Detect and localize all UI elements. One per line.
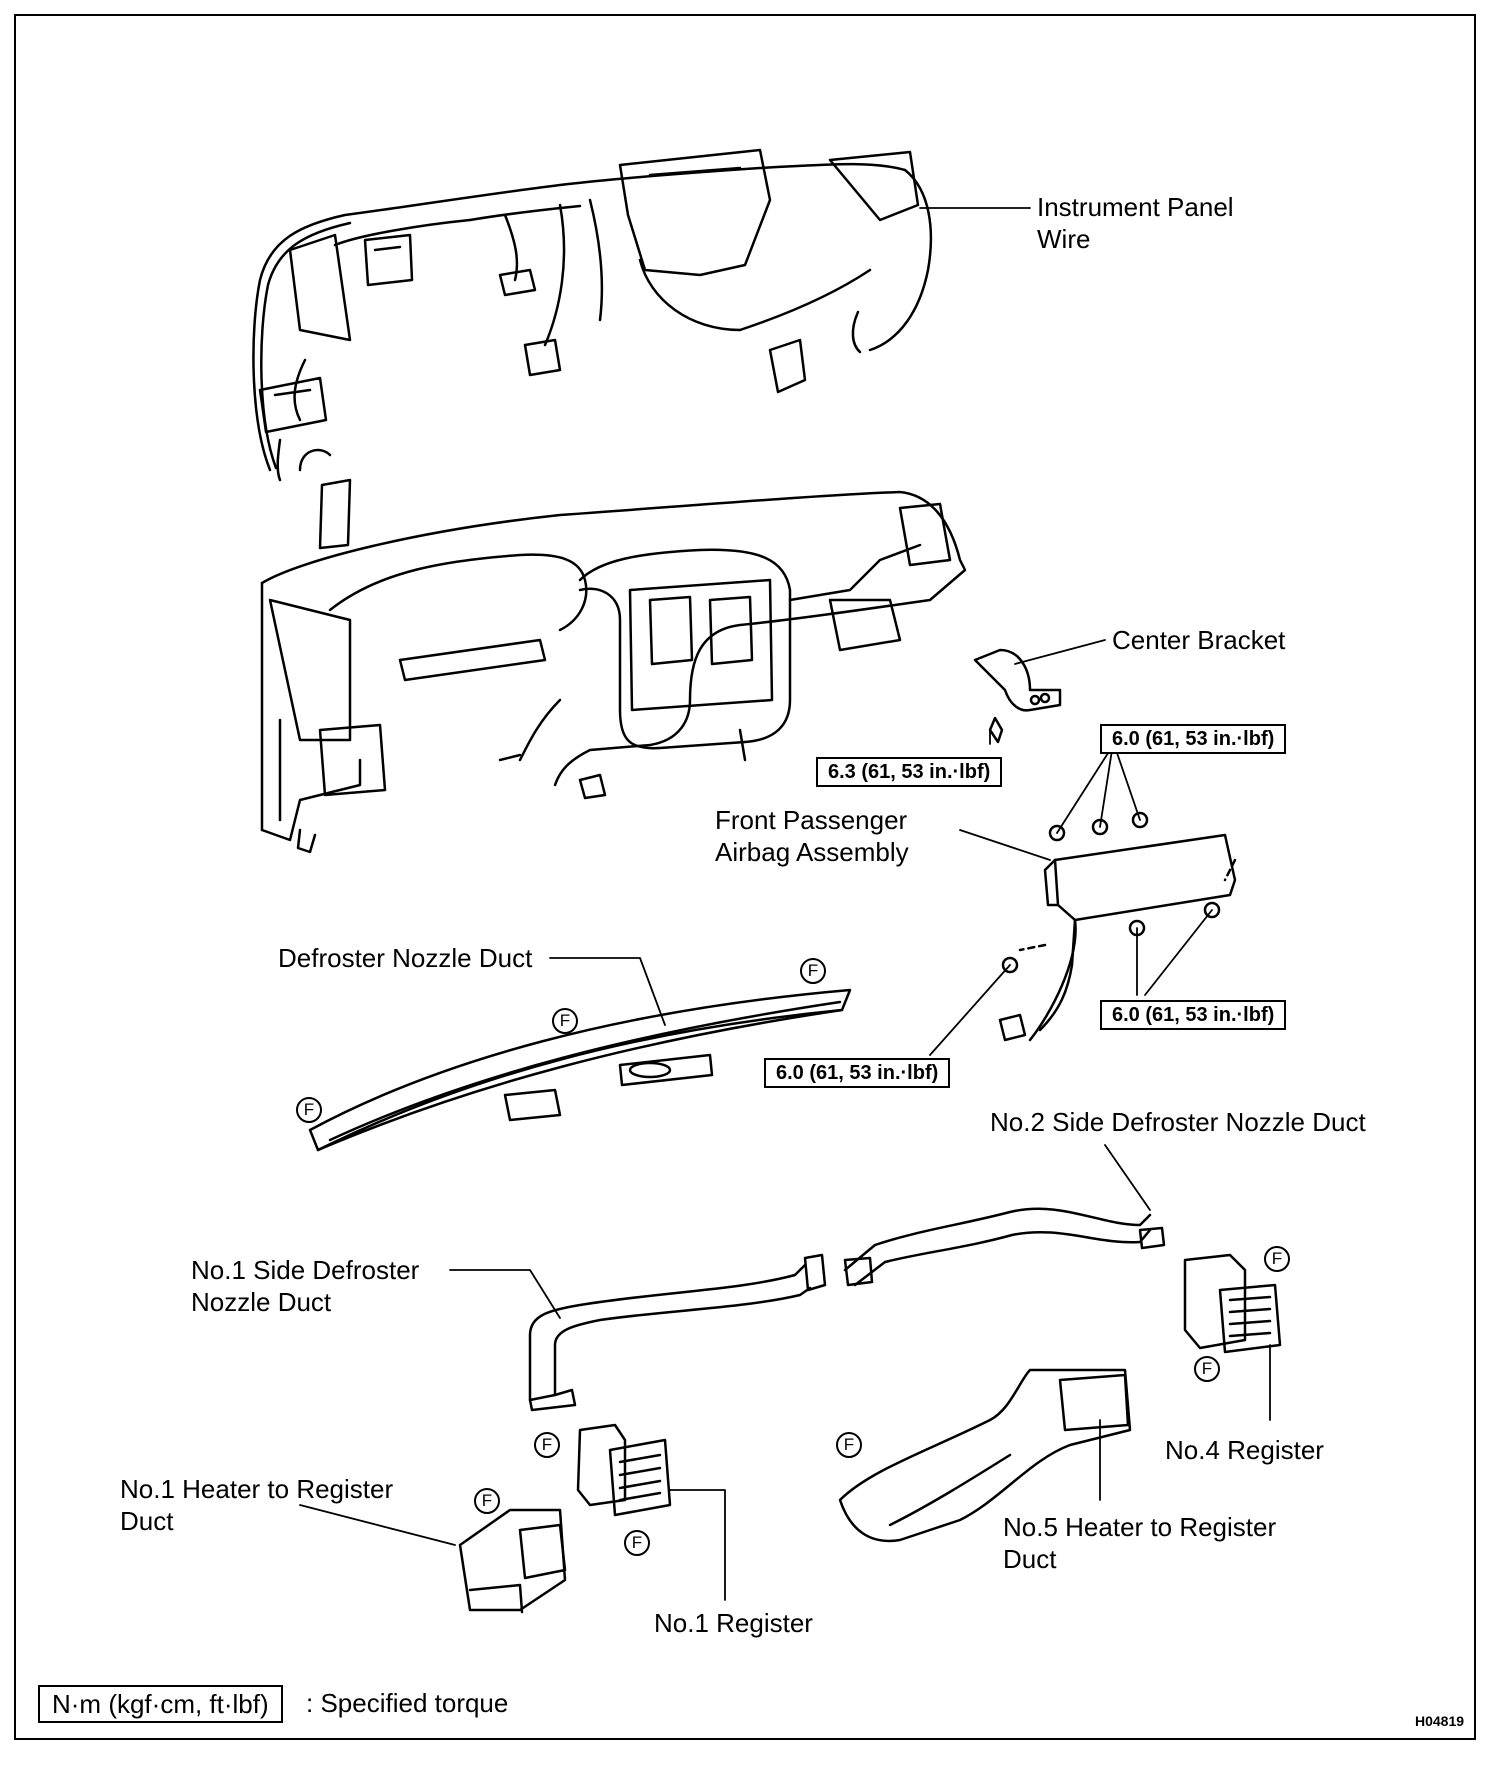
f-mark-icon: F (800, 958, 826, 984)
torque-airbag-left-nut: 6.0 (61, 53 in.·lbf) (764, 1058, 951, 1088)
f-mark-icon: F (552, 1008, 578, 1034)
figure-code: H04819 (1415, 1713, 1465, 1729)
f-mark-icon: F (534, 1432, 560, 1458)
no4-register-label: No.4 Register (1165, 1435, 1324, 1465)
no1-register (576, 1423, 672, 1517)
instrument-panel-body (260, 490, 967, 854)
no5-heater-to-register-duct (838, 1368, 1132, 1543)
f-mark-icon: F (474, 1488, 500, 1514)
front-passenger-airbag-label: Front Passenger (715, 805, 908, 835)
no5-heater-duct-label-line2: Duct (1003, 1544, 1057, 1574)
front-passenger-airbag-label-line2: Airbag Assembly (715, 837, 909, 867)
instrument-panel-wire-label: Instrument Panel (1037, 192, 1234, 222)
f-mark-icon: F (1264, 1246, 1290, 1272)
torque-airbag-top-nuts: 6.0 (61, 53 in.·lbf) (1100, 724, 1287, 754)
f-mark-icon: F (836, 1432, 862, 1458)
no2-side-defroster-duct (843, 1207, 1166, 1287)
f-mark-icon: F (296, 1097, 322, 1123)
leader-lines (299, 207, 1271, 1601)
center-bracket-label: Center Bracket (1112, 625, 1286, 655)
instrument-panel-wire-label-line2: Wire (1037, 224, 1091, 254)
no1-heater-to-register-duct (458, 1508, 567, 1614)
torque-legend-description: : Specified torque (306, 1688, 509, 1718)
torque-airbag-right-nuts: 6.0 (61, 53 in.·lbf) (1100, 1000, 1287, 1030)
no2-side-defroster-label: No.2 Side Defroster Nozzle Duct (990, 1107, 1366, 1137)
torque-center-bracket-bolt: 6.3 (61, 53 in.·lbf) (816, 757, 1003, 787)
front-passenger-airbag (998, 811, 1237, 1042)
no1-side-defroster-label: No.1 Side Defroster (191, 1255, 420, 1285)
instrument-panel-wire-harness (252, 148, 933, 550)
torque-legend-box: N·m (kgf·cm, ft·lbf) (38, 1685, 283, 1723)
defroster-nozzle-duct (308, 988, 852, 1152)
no1-side-defroster-duct (528, 1253, 827, 1412)
f-mark-icon: F (1194, 1356, 1220, 1382)
no1-register-label: No.1 Register (654, 1608, 813, 1638)
figure-frame (14, 14, 1476, 1740)
no5-heater-duct-label: No.5 Heater to Register (1003, 1512, 1277, 1542)
no1-side-defroster-label-line2: Nozzle Duct (191, 1287, 332, 1317)
no1-heater-duct-label: No.1 Heater to Register (120, 1474, 394, 1504)
no1-heater-duct-label-line2: Duct (120, 1506, 174, 1536)
f-mark-icon: F (624, 1530, 650, 1556)
defroster-nozzle-duct-label: Defroster Nozzle Duct (278, 943, 533, 973)
no4-register (1183, 1253, 1282, 1354)
center-bracket (973, 648, 1062, 744)
